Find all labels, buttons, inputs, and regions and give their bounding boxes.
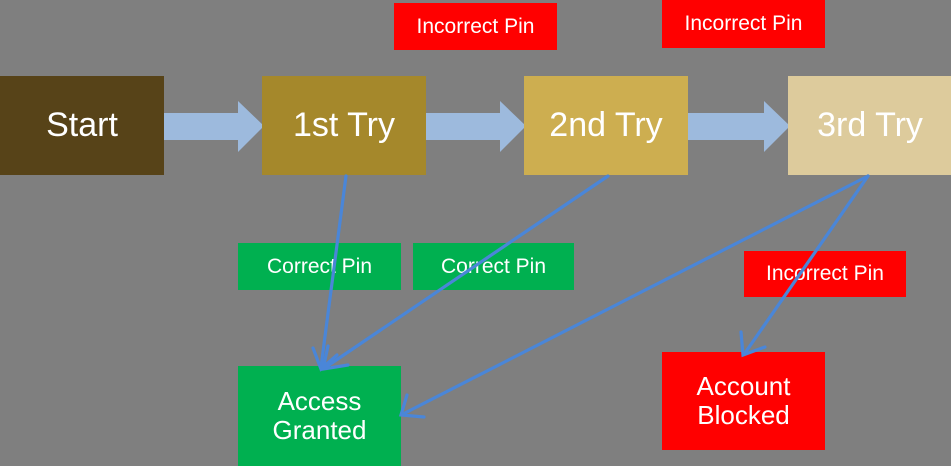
connector-try2-to-access-granted xyxy=(320,174,610,371)
terminal-box-access-granted[interactable]: Access Granted xyxy=(238,366,401,466)
block-arrow-start-to-try1 xyxy=(160,101,264,152)
edge-label-incorrect-pin-2: Incorrect Pin xyxy=(662,0,825,48)
stage-label-try3: 3rd Try xyxy=(817,106,923,145)
stage-label-try2: 2nd Try xyxy=(549,106,663,145)
stage-box-try3[interactable]: 3rd Try xyxy=(788,76,951,175)
stage-label-try1: 1st Try xyxy=(292,106,396,145)
edge-label-correct-pin-1: Correct Pin xyxy=(238,243,401,290)
terminal-label-account-blocked: Account Blocked xyxy=(696,370,791,430)
stage-box-try1[interactable]: 1st Try xyxy=(262,76,426,175)
block-arrow-try1-to-try2 xyxy=(424,101,526,152)
connector-try1-to-access-granted xyxy=(311,174,348,372)
terminal-label-access-granted: Access Granted xyxy=(272,385,367,445)
stage-box-try2[interactable]: 2nd Try xyxy=(524,76,688,175)
edge-label-incorrect-pin-3: Incorrect Pin xyxy=(744,251,906,297)
edge-label-text: Incorrect Pin xyxy=(684,12,803,36)
terminal-box-account-blocked[interactable]: Account Blocked xyxy=(662,352,825,450)
block-arrow-try2-to-try3 xyxy=(686,101,790,152)
stage-label-start: Start xyxy=(46,106,118,145)
edge-label-incorrect-pin-1: Incorrect Pin xyxy=(394,3,557,50)
stage-box-start[interactable]: Start xyxy=(0,76,164,175)
edge-label-text: Incorrect Pin xyxy=(416,14,535,38)
connector-try3-to-access-granted xyxy=(398,174,870,419)
edge-label-text: Correct Pin xyxy=(266,254,373,278)
connector-try3-to-account-blocked xyxy=(739,174,870,358)
edge-label-text: Incorrect Pin xyxy=(766,262,884,286)
